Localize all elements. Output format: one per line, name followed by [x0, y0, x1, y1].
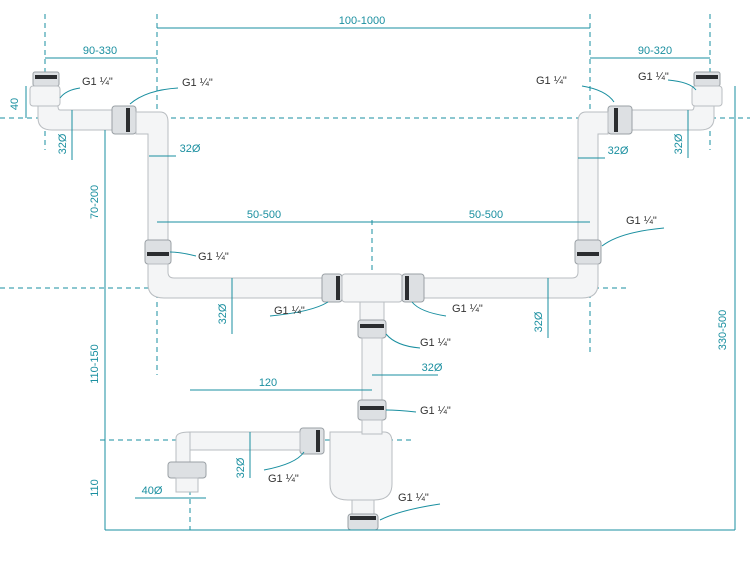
tee-outlet	[359, 301, 385, 321]
label-right-offset: 90-320	[638, 45, 672, 57]
label-top-span: 100-1000	[339, 15, 386, 27]
label-left-height: 40	[9, 98, 21, 110]
leader-tee-left	[269, 301, 329, 317]
tee-lower-nut	[357, 319, 387, 339]
trap-neck	[361, 419, 383, 435]
callout-right-strainer: G1 ¼"	[638, 71, 669, 83]
left-overflow-nut	[111, 105, 137, 135]
bottle-trap	[329, 431, 393, 501]
wall-flange	[167, 461, 207, 479]
dimension-lines	[25, 27, 736, 531]
label-mid-drop: 110-150	[89, 344, 101, 384]
label-side-outlet-dia: 32Ø	[235, 457, 247, 478]
callout-trap-outlet: G1 ¼"	[398, 492, 429, 504]
callout-tee-lower: G1 ¼"	[420, 337, 451, 349]
label-side-run: 120	[259, 377, 277, 389]
callout-tee-left: G1 ¼"	[274, 305, 305, 317]
left-basin-seal	[35, 75, 57, 79]
right-waste-elbow	[631, 105, 715, 131]
right-horizontal-pipe	[419, 263, 599, 299]
tee-lower-seal	[360, 324, 384, 328]
leader-tee-lower	[385, 333, 421, 349]
leader-tee-right	[411, 301, 447, 317]
leader-right-lower	[601, 227, 665, 247]
label-right-vertical-dia: 32Ø	[608, 145, 629, 157]
right-vertical-pipe	[577, 111, 609, 241]
trap-outlet	[351, 499, 375, 515]
left-overflow-seal	[126, 108, 130, 132]
wall-stub	[175, 477, 199, 493]
tee-left-seal	[336, 276, 340, 300]
right-lower-seal	[577, 252, 599, 256]
label-right-horizontal-dia: 32Ø	[533, 311, 545, 332]
leader-trap-inlet	[385, 409, 417, 413]
label-left-run: 50-500	[247, 209, 281, 221]
callout-right-overflow: G1 ¼"	[536, 75, 567, 87]
callout-trap-inlet: G1 ¼"	[420, 405, 451, 417]
label-right-run: 50-500	[469, 209, 503, 221]
thread-callouts: G1 ¼" G1 ¼" G1 ¼" G1 ¼" G1 ¼" G1 ¼" G1 ¼…	[82, 71, 669, 504]
label-left-waste-dia: 32Ø	[57, 133, 69, 154]
leader-left-lower	[169, 251, 197, 257]
callout-leaders	[59, 79, 697, 521]
left-horizontal-pipe	[147, 263, 331, 299]
label-bottom-drop: 110	[89, 479, 101, 497]
callout-left-overflow: G1 ¼"	[182, 77, 213, 89]
trap-inlet-seal	[360, 406, 384, 410]
right-basin-seal	[696, 75, 718, 79]
side-outlet-nut	[299, 427, 325, 455]
left-lower-seal	[147, 252, 169, 256]
pipe-network	[29, 71, 723, 531]
right-overflow-nut	[607, 105, 633, 135]
label-vertical-drop: 70-200	[89, 185, 101, 219]
callout-left-strainer: G1 ¼"	[82, 76, 113, 88]
callout-tee-right: G1 ¼"	[452, 303, 483, 315]
leader-right-strainer	[667, 79, 697, 91]
dimension-labels: 100-1000 90-330 90-320 40 70-200 50-500 …	[9, 15, 729, 497]
left-vertical-pipe	[135, 111, 169, 241]
label-outlet-diameter: 40Ø	[142, 485, 163, 497]
leader-trap-outlet	[379, 503, 441, 521]
side-outlet-seal	[316, 430, 320, 452]
side-outlet-pipe	[189, 431, 301, 451]
callout-right-lower: G1 ¼"	[626, 215, 657, 227]
label-left-horizontal-dia: 32Ø	[217, 303, 229, 324]
label-left-offset: 90-330	[83, 45, 117, 57]
leader-left-strainer	[59, 87, 81, 99]
leader-side-outlet	[263, 451, 305, 471]
label-drop-dia: 32Ø	[422, 362, 443, 374]
central-drop-pipe	[361, 337, 383, 401]
label-left-vertical-dia: 32Ø	[180, 143, 201, 155]
label-total-height: 330-500	[717, 310, 729, 350]
leader-left-overflow	[129, 87, 179, 105]
trap-outlet-seal	[350, 516, 376, 520]
label-right-waste-dia: 32Ø	[673, 133, 685, 154]
callout-side-outlet: G1 ¼"	[268, 473, 299, 485]
right-overflow-seal	[614, 108, 618, 132]
left-waste-elbow	[37, 105, 113, 131]
callout-left-lower: G1 ¼"	[198, 251, 229, 263]
tee-body	[341, 273, 403, 303]
leader-right-overflow	[581, 85, 615, 103]
tee-right-seal	[405, 276, 409, 300]
right-waste-body	[691, 85, 723, 107]
left-waste-body	[29, 85, 61, 107]
side-outlet-elbow	[175, 431, 191, 463]
